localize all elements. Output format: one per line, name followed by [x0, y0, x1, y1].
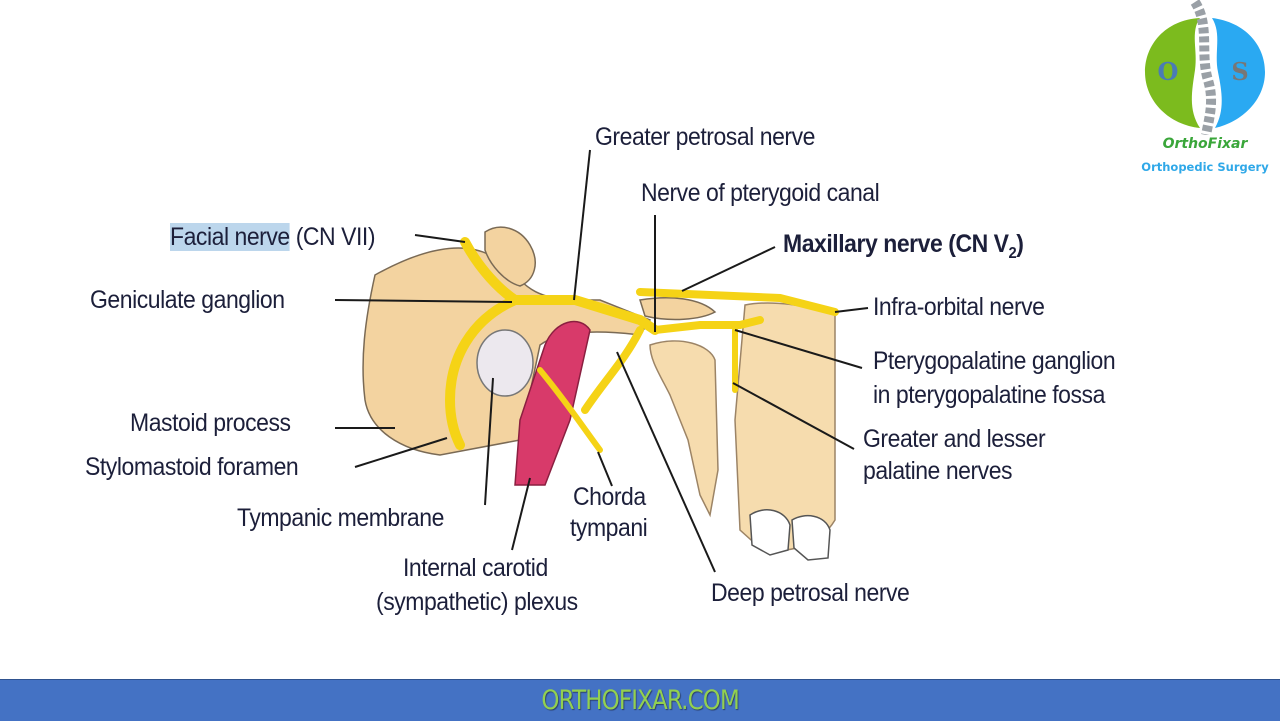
label-chorda-tympani-2: tympani: [570, 514, 648, 542]
label-palatine-nerves-2: palatine nerves: [863, 457, 1013, 485]
logo-letter-s: S: [1231, 57, 1248, 86]
petrous-bone-fragment: [484, 226, 536, 287]
leader-lines: [334, 149, 869, 573]
pterygoid-plate: [639, 296, 717, 321]
label-pterygopalatine-ganglion-2: in pterygopalatine fossa: [873, 381, 1105, 409]
label-maxillary-sub: 2: [1008, 245, 1017, 262]
tympanic-membrane-shape: [476, 329, 534, 397]
label-maxillary-nerve-text: Maxillary nerve (CN V: [783, 230, 1009, 258]
nerve-paths: [444, 237, 839, 453]
label-palatine-nerves-1: Greater and lesser: [863, 425, 1046, 453]
logo-emblem: O S: [1145, 0, 1265, 136]
label-infra-orbital-nerve: Infra-orbital nerve: [873, 293, 1045, 321]
label-maxillary-nerve: Maxillary nerve (CN V2): [783, 229, 1024, 269]
label-geniculate-ganglion: Geniculate ganglion: [90, 286, 285, 314]
footer-website-link[interactable]: ORTHOFIXAR.COM: [541, 685, 739, 716]
label-nerve-pterygoid-canal: Nerve of pterygoid canal: [641, 179, 880, 207]
logo-green-half: [1145, 18, 1200, 128]
tooth: [749, 509, 791, 556]
spine-icon: [1190, 0, 1217, 136]
label-facial-nerve-cn: (CN VII): [289, 223, 376, 251]
logo-letter-o: O: [1158, 57, 1179, 86]
label-chorda-tympani-1: Chorda: [573, 483, 646, 511]
label-maxillary-close: ): [1016, 230, 1024, 258]
orthofixar-logo: O S OrthoFixar Orthopedic Surgery: [1140, 0, 1270, 180]
label-mastoid-process: Mastoid process: [130, 409, 291, 437]
label-pterygopalatine-ganglion-1: Pterygopalatine ganglion: [873, 347, 1116, 375]
logo-brand: OrthoFixar: [1162, 136, 1248, 152]
label-stylomastoid-foramen: Stylomastoid foramen: [85, 453, 299, 481]
palatine-bone: [649, 340, 719, 518]
footer-bar: ORTHOFIXAR.COM: [0, 679, 1280, 721]
facial-nerve-diagram: [334, 149, 869, 573]
label-internal-carotid-1: Internal carotid: [403, 554, 548, 582]
label-internal-carotid-2: (sympathetic) plexus: [376, 588, 578, 616]
label-tympanic-membrane: Tympanic membrane: [237, 504, 444, 532]
maxilla-bone: [734, 302, 836, 551]
label-greater-petrosal-nerve: Greater petrosal nerve: [595, 123, 815, 151]
internal-carotid-artery: [514, 320, 591, 486]
tooth: [791, 514, 831, 561]
label-facial-nerve-highlight: Facial nerve: [170, 223, 290, 251]
logo-tagline: Orthopedic Surgery: [1141, 160, 1269, 174]
logo-blue-half: [1212, 18, 1265, 128]
label-deep-petrosal-nerve: Deep petrosal nerve: [711, 579, 910, 607]
label-facial-nerve: Facial nerve (CN VII): [170, 222, 376, 252]
